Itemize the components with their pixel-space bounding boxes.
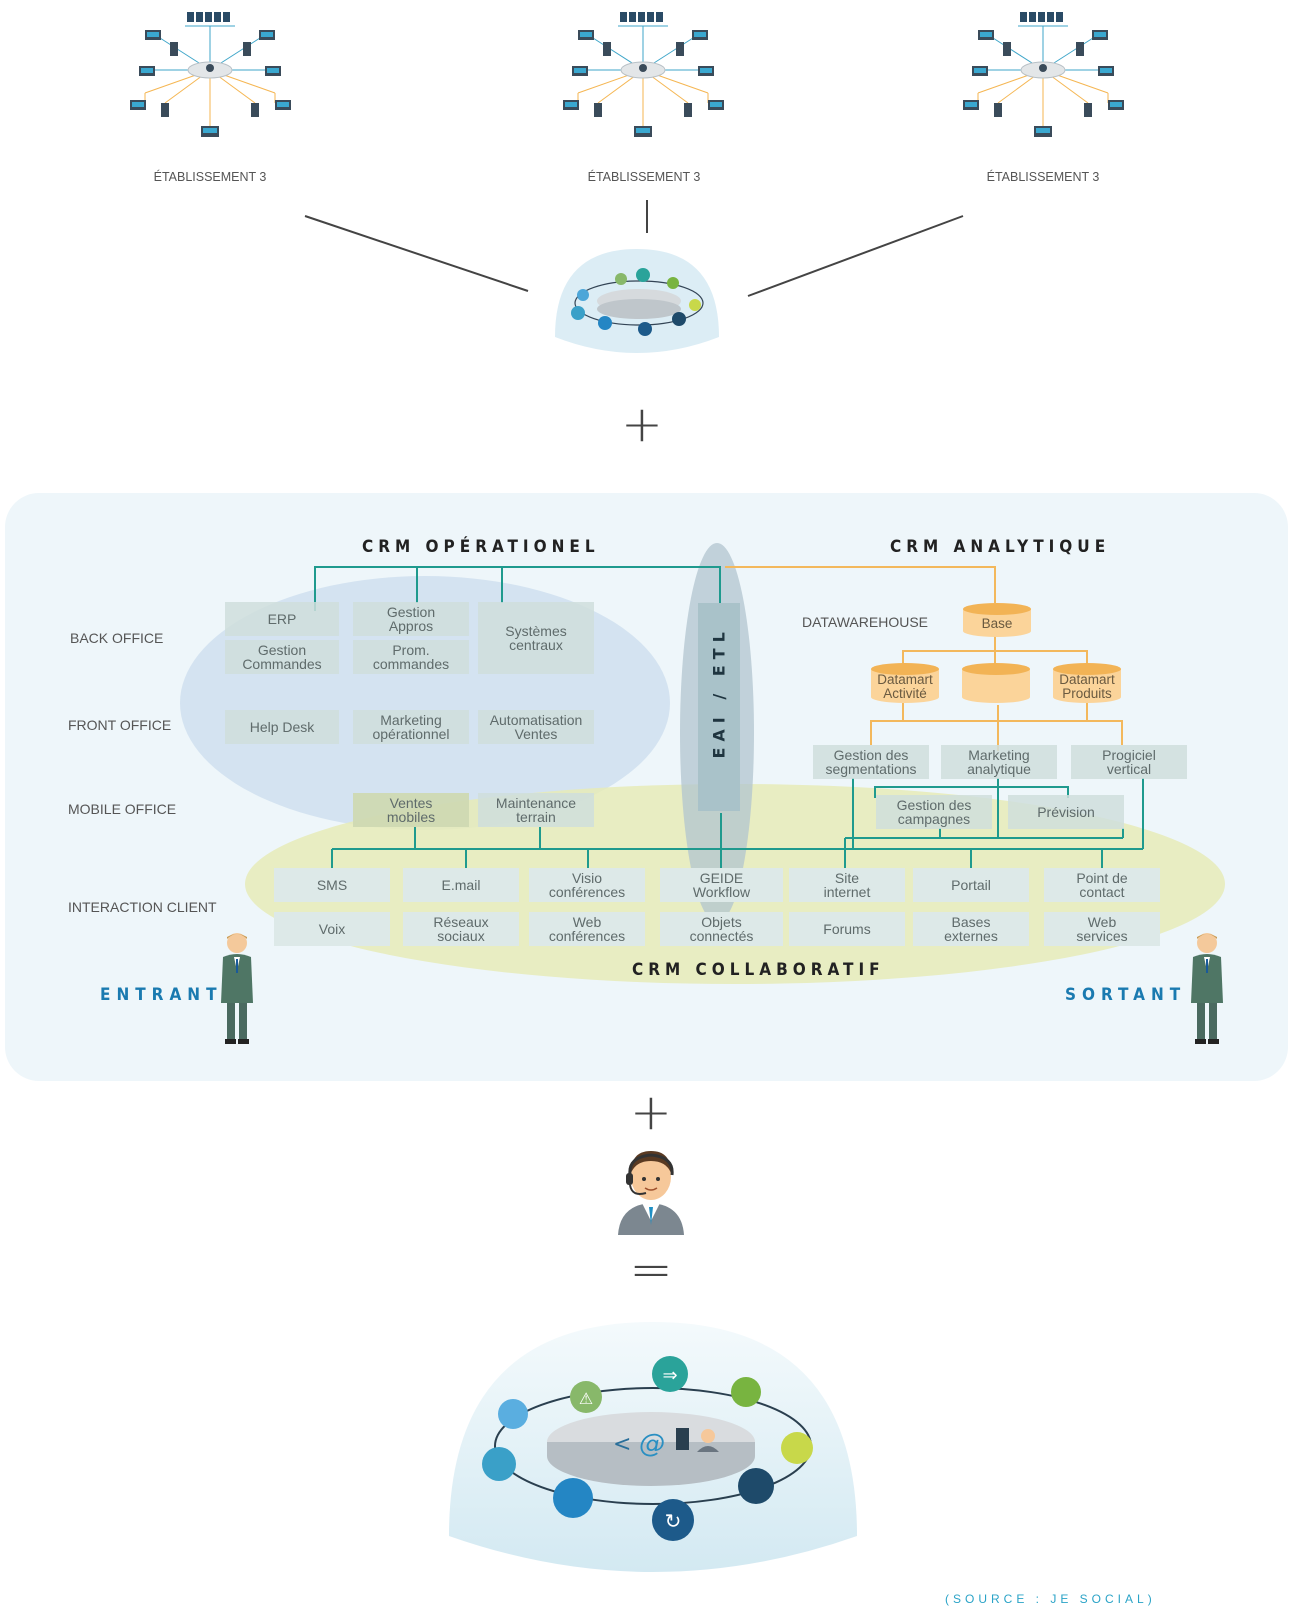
sortant-label: SORTANT xyxy=(1065,985,1187,1005)
interaction-box: Web conférences xyxy=(529,912,645,946)
base-label: Base xyxy=(981,616,1013,631)
cylinder-datamart-activite xyxy=(871,663,939,703)
cylinder-datamart xyxy=(962,663,1030,703)
svg-text:⇒: ⇒ xyxy=(662,1365,677,1386)
box-gestion-commandes: Gestion Commandes xyxy=(225,640,339,674)
interaction-box: Bases externes xyxy=(913,912,1029,946)
plus-sign: + xyxy=(621,395,663,453)
source-caption: (SOURCE : JE SOCIAL) xyxy=(945,1592,1156,1606)
connector-lines xyxy=(304,200,964,297)
box-systemes-centraux: Systèmes centraux xyxy=(478,602,594,674)
svg-text:<: < xyxy=(613,1432,631,1457)
interaction-box: Portail xyxy=(913,868,1029,902)
network-topology-icon xyxy=(125,8,295,143)
cylinder-base xyxy=(963,603,1031,637)
entrant-label: ENTRANT xyxy=(100,985,223,1005)
box-marketing-analytique: Marketing analytique xyxy=(941,745,1057,779)
svg-text:@: @ xyxy=(639,1429,665,1459)
box-gestion-appros: Gestion Appros xyxy=(353,602,469,636)
network-topology-icon xyxy=(958,8,1128,143)
crm-analytical-title: CRM ANALYTIQUE xyxy=(890,537,1111,557)
box-help-desk: Help Desk xyxy=(225,710,339,744)
box-automatisation-ventes: Automatisation Ventes xyxy=(478,710,594,744)
businessman-icon xyxy=(221,933,253,1044)
box-gestion-segmentations: Gestion des segmentations xyxy=(813,745,929,779)
interaction-box: Objets connectés xyxy=(660,912,783,946)
svg-text:↻: ↻ xyxy=(665,1509,682,1533)
mobile-office-label: MOBILE OFFICE xyxy=(68,801,177,817)
interaction-box: Site internet xyxy=(789,868,905,902)
crm-collaborative-title: CRM COLLABORATIF xyxy=(632,960,885,980)
interaction-box: Point de contact xyxy=(1044,868,1160,902)
establishment-label: ÉTABLISSEMENT 3 xyxy=(153,170,267,184)
svg-text:⚠: ⚠ xyxy=(579,1389,593,1408)
crm-dome-icon xyxy=(555,249,719,353)
back-office-label: BACK OFFICE xyxy=(70,630,164,646)
establishment-label: ÉTABLISSEMENT 3 xyxy=(587,170,701,184)
interaction-box: Visio conférences xyxy=(529,868,645,902)
datawarehouse-label: DATAWAREHOUSE xyxy=(802,614,929,630)
interaction-box: Forums xyxy=(789,912,905,946)
interaction-box: Web services xyxy=(1044,912,1160,946)
box-erp: ERP xyxy=(225,602,339,636)
box-ventes-mobiles: Ventes mobiles xyxy=(353,793,469,827)
datamart-activite-label: Datamart Activité xyxy=(877,672,933,701)
box-prom-commandes: Prom. commandes xyxy=(353,640,469,674)
interaction-box: GEIDE Workflow xyxy=(660,868,783,902)
interaction-box: Voix xyxy=(274,912,390,946)
interaction-box: E.mail xyxy=(403,868,519,902)
crm-dome-icon: < @ ⇒ ⚠ ↻ xyxy=(449,1322,857,1572)
interaction-client-label: INTERACTION CLIENT xyxy=(68,899,217,915)
datamart-produits-label: Datamart Produits xyxy=(1059,672,1115,701)
crm-diagram-panel: CRM OPÉRATIONEL CRM ANALYTIQUE CRM COLLA… xyxy=(5,493,1288,1081)
crm-operational-title: CRM OPÉRATIONEL xyxy=(362,537,600,557)
box-gestion-campagnes: Gestion des campagnes xyxy=(876,795,992,829)
eai-etl-label: EAI / ETL xyxy=(709,626,729,759)
plus-sign: + xyxy=(630,1083,672,1141)
interaction-box: Réseaux sociaux xyxy=(403,912,519,946)
box-maintenance-terrain: Maintenance terrain xyxy=(478,793,594,827)
eai-box xyxy=(698,603,740,811)
box-marketing-operationnel: Marketing opérationnel xyxy=(353,710,469,744)
box-progiciel-vertical: Progiciel vertical xyxy=(1071,745,1187,779)
interaction-box: SMS xyxy=(274,868,390,902)
front-office-label: FRONT OFFICE xyxy=(68,717,172,733)
network-topology-icon xyxy=(558,8,728,143)
establishment-label: ÉTABLISSEMENT 3 xyxy=(986,170,1100,184)
call-center-agent-icon xyxy=(618,1151,684,1235)
equals-sign: = xyxy=(629,1240,673,1300)
cylinder-datamart-produits xyxy=(1053,663,1121,703)
box-prevision: Prévision xyxy=(1008,795,1124,829)
businessman-icon xyxy=(1191,933,1223,1044)
